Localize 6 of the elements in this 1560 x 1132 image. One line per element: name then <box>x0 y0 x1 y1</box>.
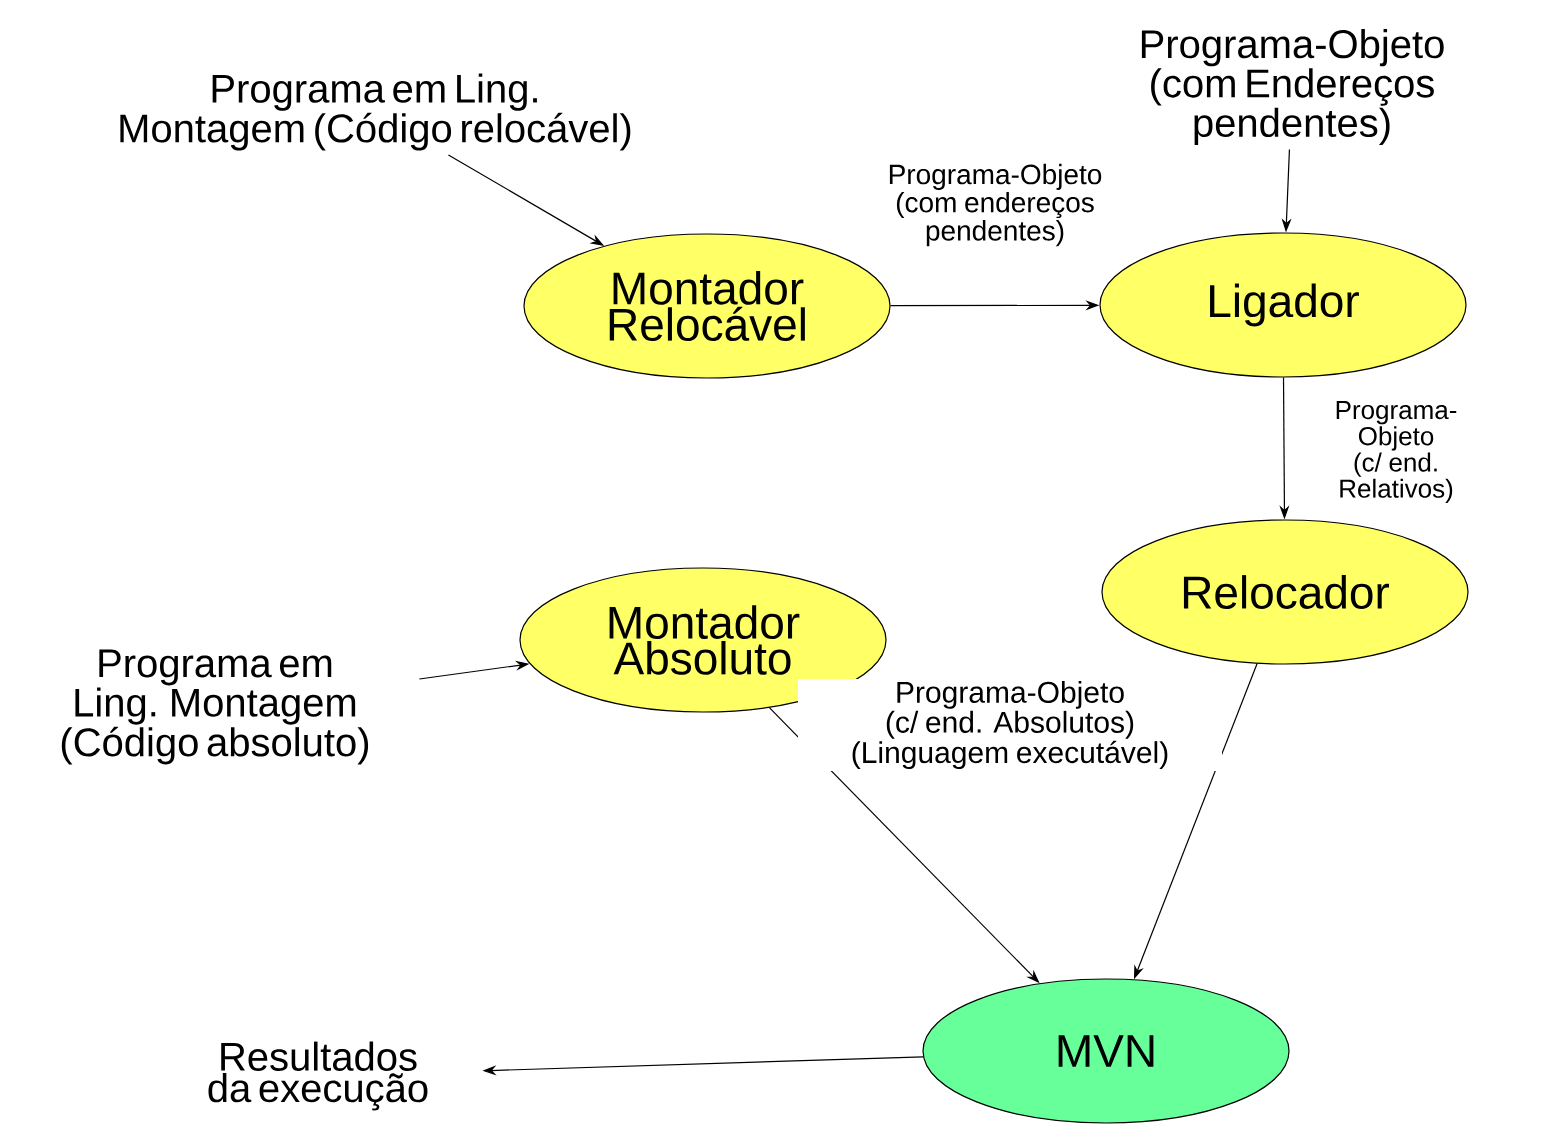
text-label: Resultados da execução <box>208 1041 428 1111</box>
text-label: Programa em Ling. Montagem (Código absoluto) <box>61 649 369 765</box>
text-label: Programa-Objeto (com Endereços pendentes) <box>1141 29 1444 146</box>
edge-label: Programa-Objeto (c/ end. Relativos) <box>1319 399 1473 505</box>
edge-label: Programa-Objeto (c/ end. Absolutos) (Linguagem executável) <box>798 678 1222 772</box>
text-label: Programa em Ling. Montagem (Código relocável) <box>120 73 631 151</box>
